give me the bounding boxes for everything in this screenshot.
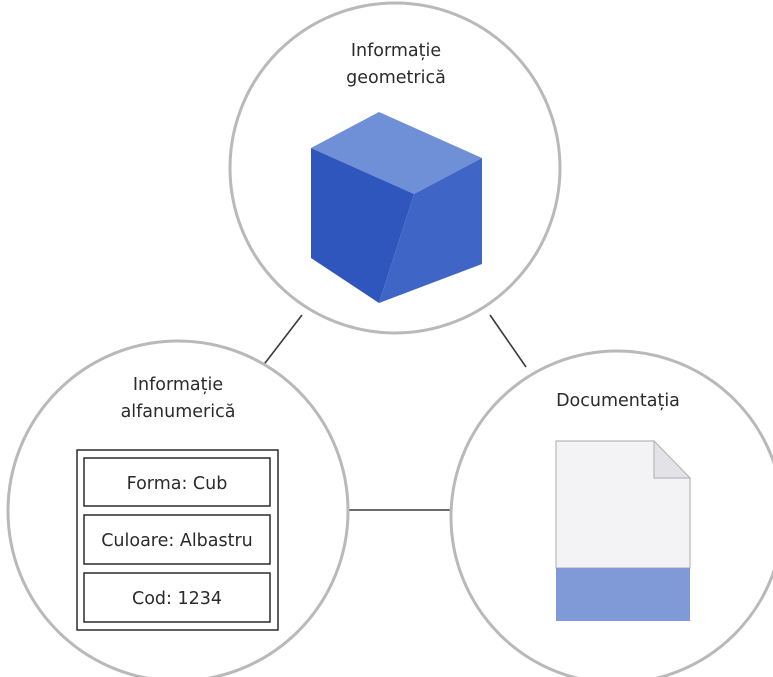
field-code: Cod: 1234	[132, 589, 222, 609]
field-box-shape	[83, 457, 271, 507]
document-icon	[555, 439, 692, 621]
field-shape: Forma: Cub	[127, 474, 228, 494]
node-documentation: Documentația	[449, 349, 773, 677]
alphanumeric-title-line2: alfanumerică	[121, 402, 236, 422]
cube-icon	[311, 112, 482, 303]
documentation-title: Documentația	[556, 391, 680, 411]
connector-top-right	[489, 314, 527, 368]
field-box-color	[83, 514, 271, 565]
field-box-code	[83, 572, 271, 623]
node-alphanumeric-information: Informație alfanumerică Forma: Cub Culoa…	[6, 339, 350, 677]
connector-top-left	[261, 314, 303, 368]
geometric-title-line1: Informație	[351, 41, 441, 61]
alphanumeric-title-line1: Informație	[133, 375, 223, 395]
field-color: Culoare: Albastru	[101, 531, 253, 551]
geometric-title-line2: geometrică	[346, 68, 446, 88]
node-geometric-information: Informație geometrică	[228, 1, 562, 335]
